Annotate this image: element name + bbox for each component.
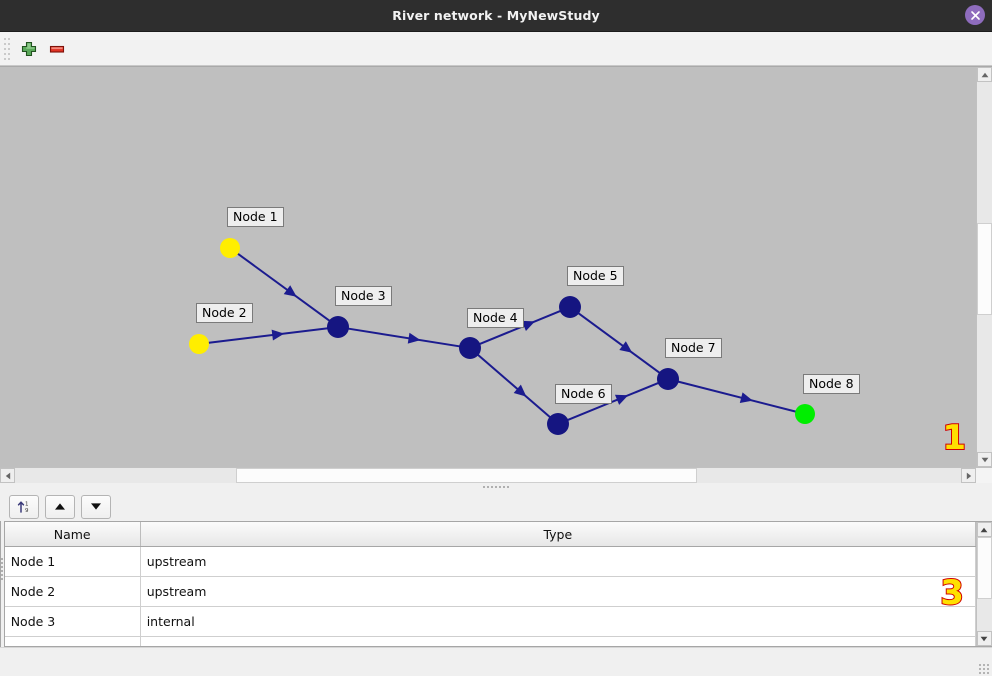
scrollbar-thumb[interactable] — [236, 468, 697, 483]
graph-node[interactable] — [547, 413, 569, 435]
scroll-left-icon[interactable] — [0, 468, 15, 483]
graph-edge[interactable] — [207, 327, 329, 344]
graph-node-label[interactable]: Node 3 — [335, 286, 392, 306]
edge-arrowhead — [271, 329, 285, 341]
svg-text:1: 1 — [25, 502, 29, 508]
table-cell[interactable]: upstream — [140, 576, 976, 607]
graph-node[interactable] — [459, 337, 481, 359]
graph-node-label[interactable]: Node 4 — [467, 308, 524, 328]
graph-node-label[interactable]: Node 5 — [567, 266, 624, 286]
graph-edge[interactable] — [476, 353, 552, 419]
horizontal-splitter[interactable] — [0, 483, 992, 492]
toolbar-drag-handle[interactable] — [4, 37, 12, 60]
arrow-up-icon[interactable] — [44, 494, 75, 519]
graph-node-label[interactable]: Node 6 — [555, 384, 612, 404]
column-header[interactable]: Name — [4, 522, 141, 547]
table-cell[interactable]: Node 3 — [4, 606, 141, 637]
edges-layer — [207, 252, 797, 422]
edge-arrowhead — [521, 320, 535, 332]
scroll-up-icon[interactable] — [977, 67, 992, 82]
graph-node-label[interactable]: Node 2 — [196, 303, 253, 323]
nodes-pane-toolbar: 1 9 — [4, 492, 992, 521]
graph-node[interactable] — [189, 334, 209, 354]
nodes-layer — [189, 238, 815, 435]
window-title: River network - MyNewStudy — [392, 8, 600, 23]
graph-node-label[interactable]: Node 7 — [665, 338, 722, 358]
add-plus-icon[interactable] — [15, 35, 43, 63]
resize-grip[interactable] — [979, 664, 989, 674]
edge-arrowhead — [407, 332, 421, 344]
graph-edge[interactable] — [347, 327, 461, 348]
scroll-down-icon[interactable] — [976, 631, 992, 646]
table-row[interactable]: Node 4internal — [4, 636, 976, 646]
annotation-3: 3 — [939, 573, 965, 613]
main-toolbar — [0, 32, 992, 66]
scroll-up-icon[interactable] — [976, 522, 992, 537]
bottom-panes: 1 9 NameNode1Node2 Node 1 -> Node 3Node … — [0, 492, 992, 647]
graph-node[interactable] — [657, 368, 679, 390]
graph-node[interactable] — [327, 316, 349, 338]
graph-edge[interactable] — [236, 252, 331, 322]
remove-minus-icon[interactable] — [43, 35, 71, 63]
annotation-1: 1 — [941, 418, 967, 458]
sort-ascending-icon[interactable]: 1 9 — [8, 494, 39, 519]
table-cell[interactable]: internal — [140, 636, 976, 646]
edge-arrowhead — [614, 394, 629, 405]
table-cell[interactable]: Node 4 — [4, 636, 141, 646]
graph-edge[interactable] — [577, 312, 661, 374]
nodes-table-vertical-scrollbar[interactable] — [975, 522, 992, 646]
graph-node[interactable] — [795, 404, 815, 424]
scrollbar-thumb[interactable] — [976, 537, 992, 599]
scroll-right-icon[interactable] — [961, 468, 976, 483]
graph-node[interactable] — [559, 296, 581, 318]
edge-arrowhead — [283, 285, 297, 297]
network-graph[interactable] — [0, 67, 975, 467]
column-header[interactable]: Type — [140, 522, 976, 547]
graph-edge[interactable] — [566, 381, 660, 422]
graph-node[interactable] — [220, 238, 240, 258]
table-cell[interactable]: upstream — [140, 546, 976, 577]
canvas-horizontal-scrollbar[interactable] — [0, 467, 992, 483]
vertical-splitter[interactable] — [0, 492, 4, 647]
edge-arrowhead — [513, 384, 527, 397]
splitter-grip[interactable] — [483, 486, 509, 489]
title-bar: River network - MyNewStudy — [0, 0, 992, 32]
edge-arrowhead — [739, 392, 753, 404]
edge-arrowhead — [619, 341, 633, 353]
canvas-vertical-scrollbar[interactable] — [976, 67, 992, 467]
graph-node-label[interactable]: Node 1 — [227, 207, 284, 227]
splitter-grip[interactable] — [0, 557, 4, 582]
scroll-down-icon[interactable] — [977, 452, 992, 467]
arrow-down-icon[interactable] — [80, 494, 111, 519]
graph-edge[interactable] — [677, 380, 797, 413]
scrollbar-thumb[interactable] — [977, 223, 992, 315]
window-bottom-padding — [0, 647, 992, 676]
river-network-canvas[interactable]: Node 1 Node 2 Node 3 Node 4 Node 5 Node 6 Node… — [0, 66, 992, 467]
table-cell[interactable]: Node 2 — [4, 576, 141, 607]
close-icon[interactable] — [965, 5, 985, 25]
table-cell[interactable]: internal — [140, 606, 976, 637]
table-cell[interactable]: Node 1 — [4, 546, 141, 577]
svg-text:9: 9 — [25, 508, 29, 514]
graph-node-label[interactable]: Node 8 — [803, 374, 860, 394]
